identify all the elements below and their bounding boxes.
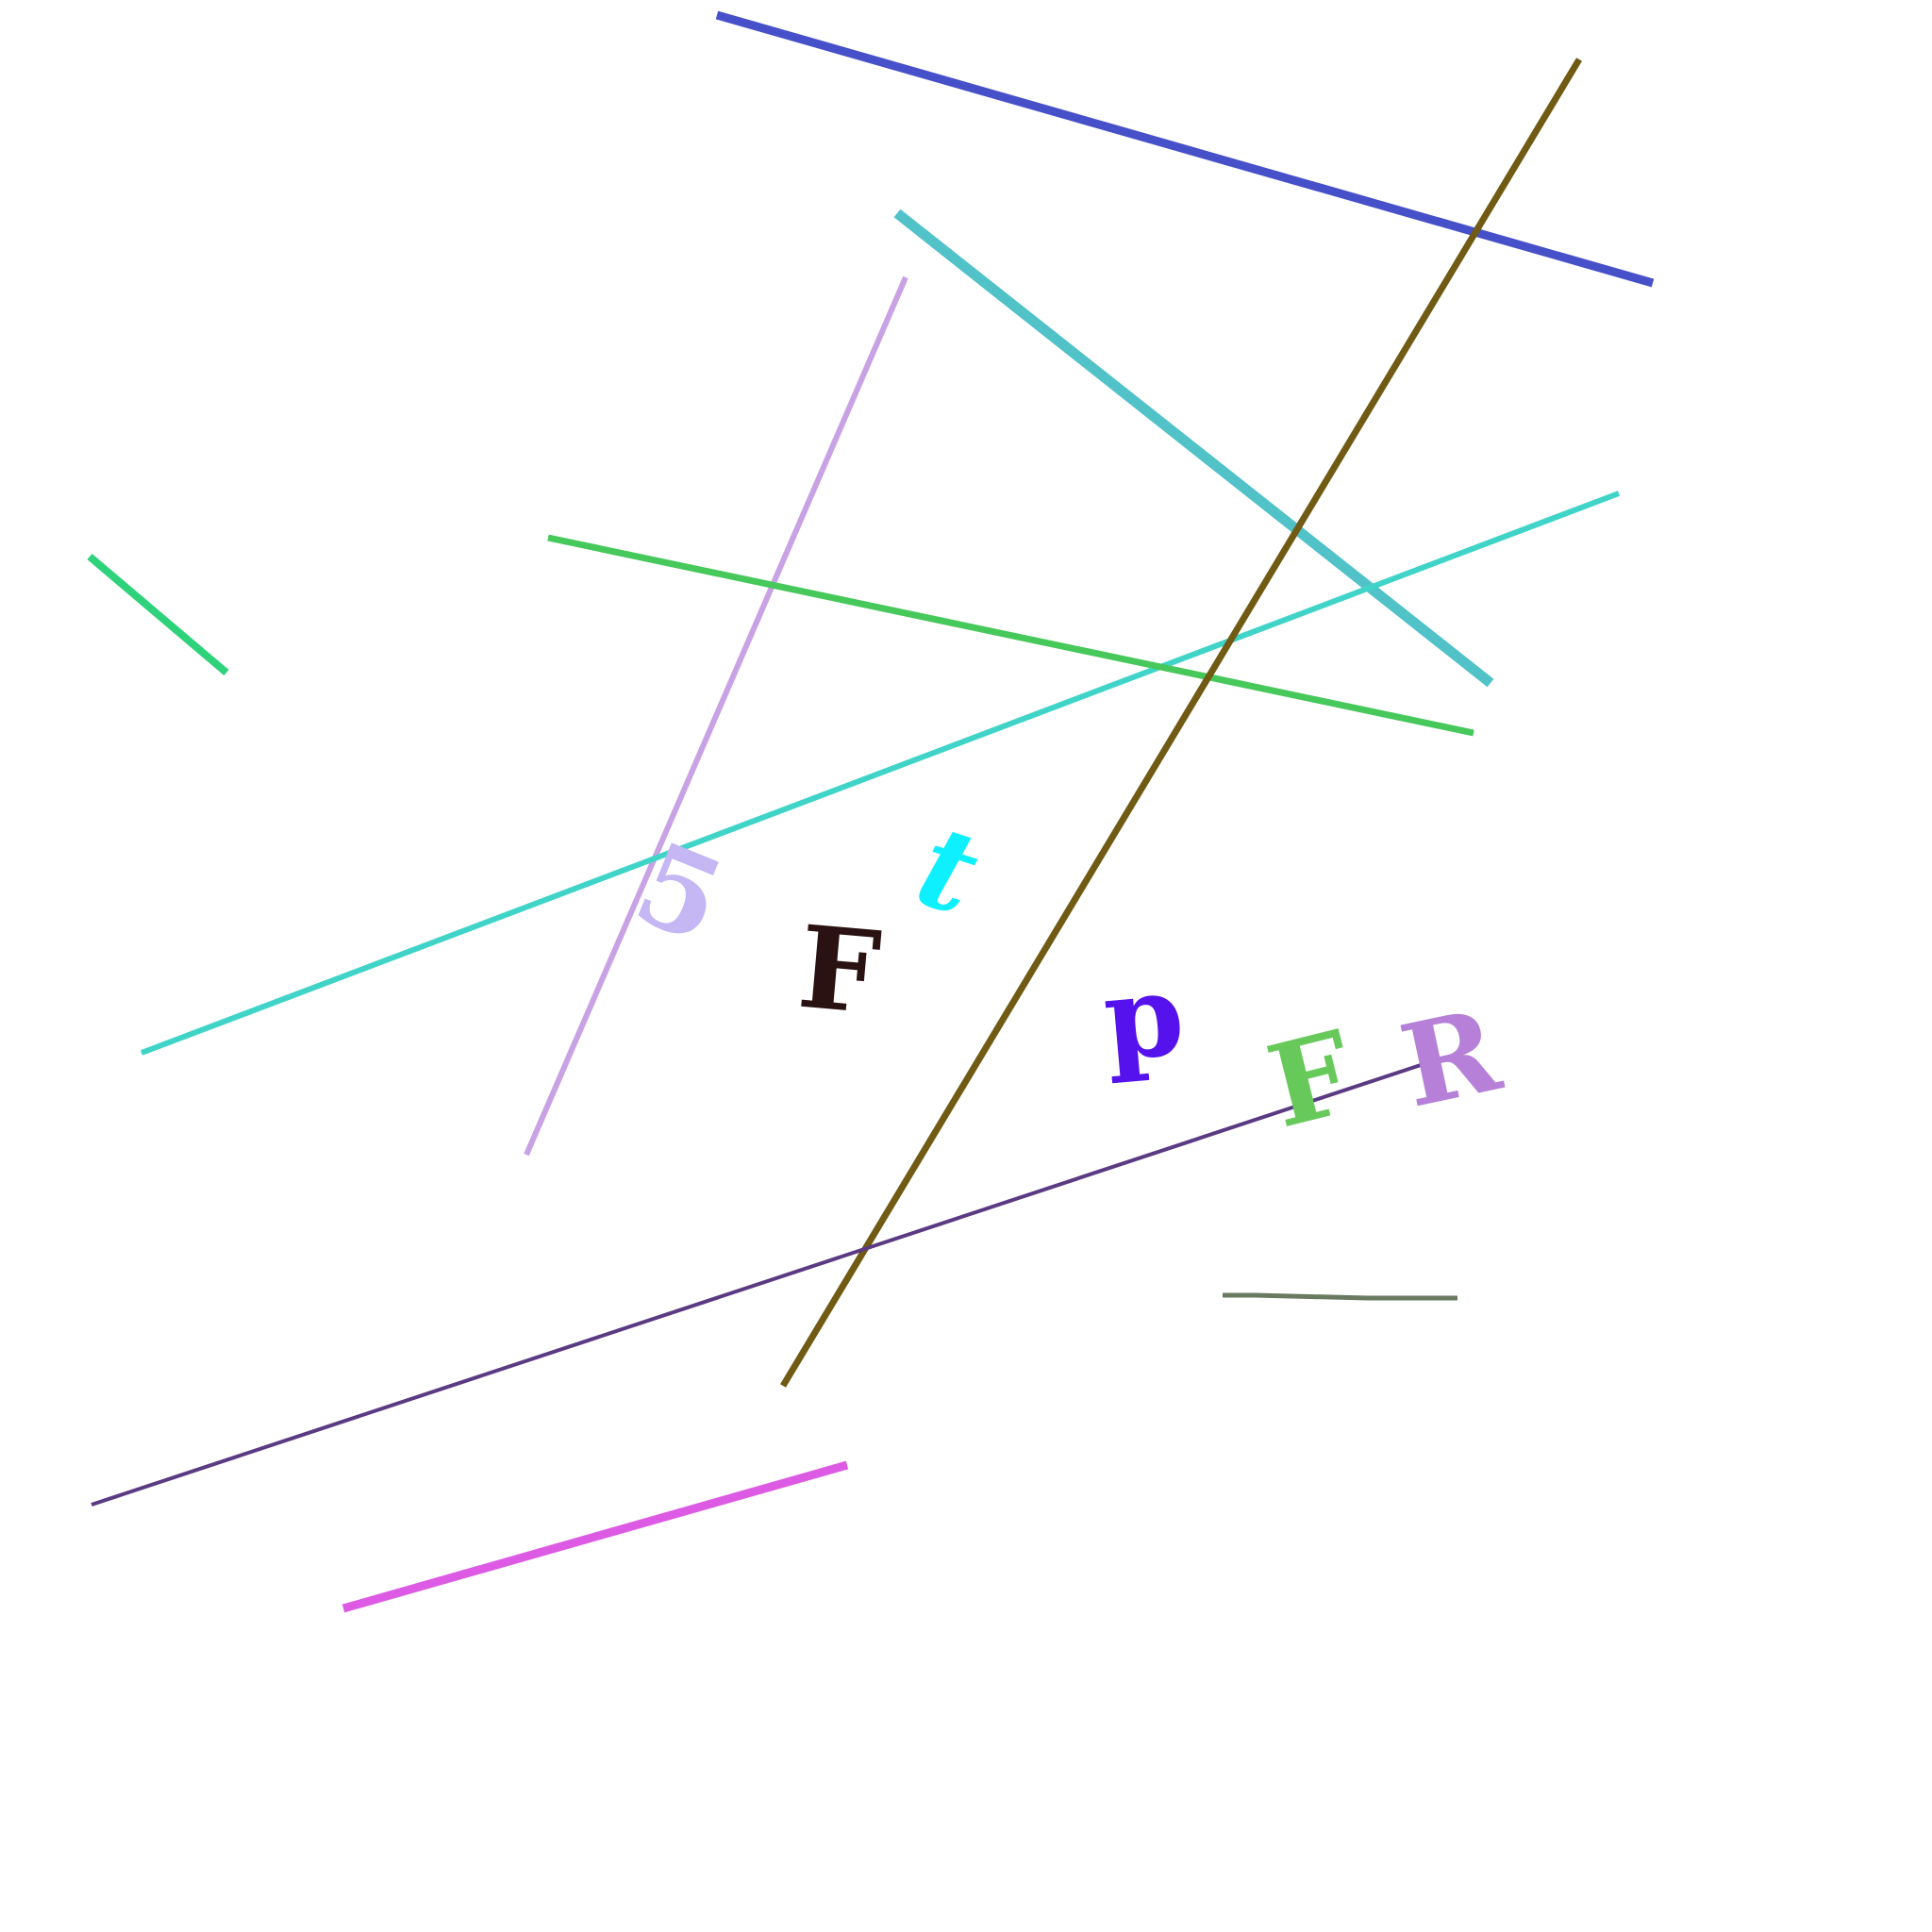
- glyph-p: p: [1098, 948, 1189, 1088]
- glyph-r: R: [1391, 984, 1511, 1134]
- line-blue: [715, 10, 1655, 288]
- line-olive: [779, 58, 1583, 1388]
- line-lavender: [524, 275, 908, 1157]
- line-teal-thick: [893, 208, 1494, 688]
- line-gray: [1223, 1292, 1457, 1301]
- glyph-f-green: F: [1257, 1006, 1367, 1154]
- line-magenta: [341, 1460, 849, 1613]
- line-purple: [91, 1061, 1427, 1507]
- glyph-f-black: F: [793, 901, 885, 1041]
- line-small-green: [87, 553, 229, 676]
- glyph-five: 5: [618, 817, 741, 970]
- line-turquoise: [140, 491, 1621, 1056]
- line-green: [547, 534, 1474, 737]
- glyph-t: t: [903, 799, 993, 941]
